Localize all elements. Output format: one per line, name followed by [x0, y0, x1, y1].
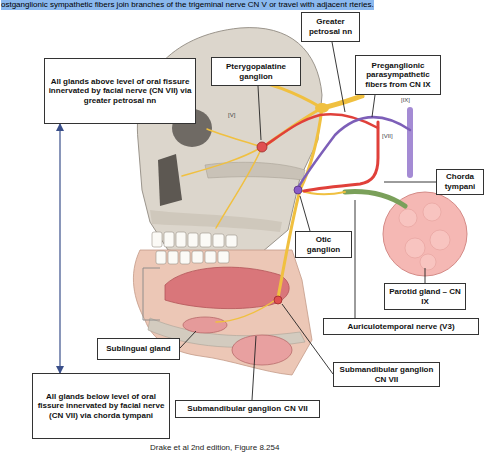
callout-text: Preganglionic parasympathetic fibers fro…: [359, 61, 437, 90]
otic-ganglion-dot: [294, 186, 302, 194]
callout-box: Submandibular ganglionCN VII: [333, 362, 440, 387]
auriculotemporal-fibers: [345, 192, 405, 206]
callout-text: Submandibular ganglion: [187, 404, 281, 414]
leader-line: [372, 95, 375, 117]
bracket: [143, 268, 160, 320]
callout-text: Greater petrosal nn: [305, 17, 356, 36]
nerve-tag: CN VII: [284, 404, 308, 414]
tooth: [156, 251, 166, 264]
tooth: [164, 232, 174, 247]
nerve-branch: [216, 298, 278, 322]
nerve-branch: [278, 108, 322, 298]
leader-line: [252, 336, 256, 400]
callout-box: All glands below level of oral fissure i…: [32, 373, 170, 439]
callout-text: Sublingual gland: [106, 344, 170, 354]
tooth: [152, 232, 162, 247]
lesser-petrosal-fibers: [298, 117, 410, 188]
callout-text: Submandibular ganglion: [340, 365, 434, 375]
nasal-cavity: [158, 154, 182, 206]
tooth: [213, 234, 224, 247]
lower-teeth: [156, 251, 229, 264]
callout-text: Otic ganglion: [299, 235, 348, 254]
callout-box: Parotid gland – CN IX: [384, 283, 466, 310]
tooth: [226, 235, 237, 247]
nerve-number: [VII]: [382, 133, 393, 140]
leader-line: [300, 196, 310, 231]
leader-line: [384, 182, 436, 183]
nerve-number: [V]: [228, 112, 235, 119]
leader-line: [355, 200, 356, 318]
gland-lobule: [430, 230, 450, 250]
submandibular-ganglion-dot: [274, 296, 282, 304]
gland-lobule: [405, 238, 425, 258]
leader-line: [282, 304, 333, 374]
tooth: [188, 233, 198, 247]
trigeminal-ganglion: [315, 103, 329, 113]
nerve-branch: [207, 129, 262, 147]
tooth: [200, 233, 211, 247]
leader-line: [425, 268, 426, 283]
gland-lobule: [399, 209, 417, 227]
header-note: ostganglionic sympathetic fibers join br…: [1, 0, 374, 10]
sublingual-gland-shape: [183, 317, 227, 333]
callout-text: All glands below level of oral fissure i…: [36, 392, 166, 421]
callout-box: Sublingual gland: [97, 338, 180, 360]
callout-box: Otic ganglion: [295, 231, 352, 258]
callout-text: Parotid gland – CN IX: [388, 287, 462, 306]
submandibular-gland-shape: [232, 335, 292, 365]
callout-text: Pterygopalatine ganglion: [215, 62, 297, 81]
callout-box: All glands above level of oral fissure i…: [44, 58, 196, 124]
pterygopalatine-ganglion-dot: [257, 142, 267, 152]
upper-teeth: [152, 232, 237, 247]
double-arrow: [59, 124, 60, 373]
nerve-tag: CN VII: [375, 375, 399, 385]
callout-box: Auriculotemporal nerve (V3): [323, 318, 479, 335]
parotid-body: [383, 192, 467, 276]
tooth: [192, 251, 203, 263]
tooth: [205, 251, 216, 263]
tooth: [180, 251, 190, 264]
callout-box: Pterygopalatine ganglion: [211, 57, 301, 86]
parotid-gland-shape: [383, 192, 467, 276]
tooth: [218, 251, 229, 263]
callout-box: Chorda tympani: [436, 169, 484, 195]
chorda-fibers: [304, 122, 378, 191]
nerve-branch: [216, 147, 262, 228]
callout-box: Preganglionic parasympathetic fibers fro…: [355, 55, 441, 95]
tooth: [176, 232, 186, 247]
leader-line: [180, 331, 196, 348]
leader-line: [258, 86, 261, 140]
nerve-number: [IX]: [401, 97, 410, 104]
glossopharyngeal-nerve: [298, 110, 410, 188]
gland-lobule: [420, 254, 436, 270]
callout-text: All glands above level of oral fissure i…: [48, 77, 192, 106]
tooth: [168, 251, 178, 264]
gland-lobule: [423, 203, 441, 221]
callout-box: Submandibular ganglionCN VII: [175, 400, 320, 418]
callout-text: Auriculotemporal nerve (V3): [347, 322, 454, 332]
callout-box: Greater petrosal nn: [301, 12, 360, 42]
callout-text: Chorda tympani: [440, 172, 480, 191]
figure-caption: Drake et al 2nd edition, Figure 8.254: [150, 443, 279, 452]
leader-line: [332, 42, 345, 112]
nerve-trunk: [407, 110, 413, 175]
